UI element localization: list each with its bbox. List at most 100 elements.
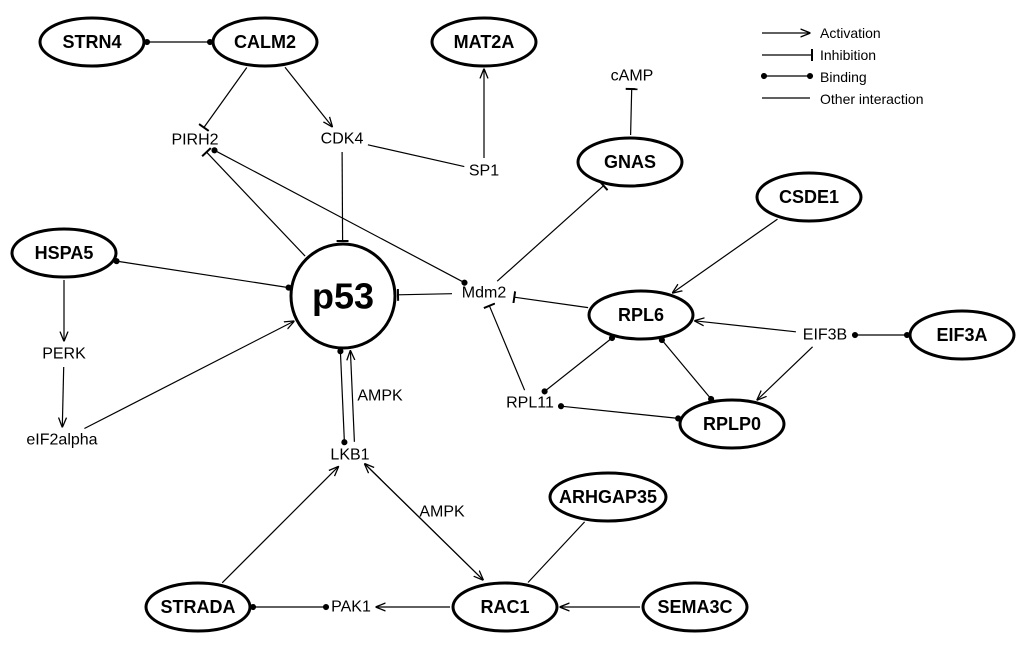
- node-camp: cAMP: [611, 68, 654, 85]
- node-rplp0-outline: [678, 398, 786, 450]
- legend-activation: Activation: [762, 25, 881, 41]
- node-eif3a-outline: [908, 309, 1016, 361]
- node-p53-outline: [289, 242, 397, 350]
- node-hspa5: HSPA5: [10, 227, 118, 279]
- edge-activation-eif2alpha-p53: [84, 321, 294, 430]
- legend-other-label: Other interaction: [820, 91, 924, 107]
- legend-activation-label: Activation: [820, 25, 881, 41]
- node-mdm2: Mdm2: [462, 285, 507, 302]
- legend-inhibition-label: Inhibition: [820, 47, 876, 63]
- node-mat2a-label: MAT2A: [454, 32, 515, 52]
- node-strn4-label: STRN4: [62, 32, 121, 52]
- node-rac1-label: RAC1: [480, 597, 529, 617]
- node-eif2alpha-label: eIF2alpha: [26, 432, 97, 449]
- edge-binding-hspa5-p53: [113, 258, 292, 291]
- node-rplp0-label: RPLP0: [703, 414, 761, 434]
- edge-inhibition-cdk4-p53: [336, 151, 349, 243]
- node-lkb1: LKB1: [330, 447, 369, 464]
- edge-activation-calm2-cdk4: [284, 66, 332, 127]
- edge-activation-lkb1-p53: [350, 351, 354, 442]
- node-eif3a-label: EIF3A: [936, 325, 987, 345]
- edge-inhibition-gnas-camp: [625, 87, 638, 136]
- node-rpl6-label: RPL6: [618, 305, 664, 325]
- node-pirh2: PIRH2: [171, 132, 218, 149]
- node-rac1-outline: [451, 581, 559, 633]
- node-ampk1-label: AMPK: [357, 388, 403, 405]
- edge-activation-eif3b-rpl6: [695, 321, 796, 333]
- node-arhgap35-outline: [548, 471, 668, 523]
- node-gnas-outline: [576, 136, 684, 188]
- node-calm2-outline: [211, 16, 319, 68]
- node-strn4-outline: [38, 16, 146, 68]
- node-p53: p53: [289, 242, 397, 350]
- node-rac1: RAC1: [451, 581, 559, 633]
- edge-inhibition-p53-pirh2: [201, 147, 306, 257]
- edge-other-cdk4-sp1: [367, 144, 465, 168]
- edge-activation-eif3b-rplp0: [757, 346, 814, 400]
- node-cdk4: CDK4: [321, 131, 364, 148]
- node-perk-label: PERK: [42, 346, 86, 363]
- node-arhgap35: ARHGAP35: [548, 471, 668, 523]
- node-perk: PERK: [42, 346, 86, 363]
- node-pirh2-label: PIRH2: [171, 132, 218, 149]
- node-calm2-label: CALM2: [234, 32, 296, 52]
- node-hspa5-label: HSPA5: [35, 243, 94, 263]
- edge-inhibition-calm2-pirh2: [198, 67, 248, 132]
- node-rpl6: RPL6: [587, 289, 695, 341]
- edge-binding-lkb1-p53: [337, 348, 348, 446]
- edges: [62, 38, 911, 607]
- node-eif3b-label: EIF3B: [803, 327, 847, 344]
- node-strada-label: STRADA: [161, 597, 236, 617]
- edge-activation-rac1-lkb1: [365, 464, 484, 581]
- node-eif3b: EIF3B: [803, 327, 847, 344]
- node-csde1: CSDE1: [755, 171, 863, 223]
- node-csde1-label: CSDE1: [779, 187, 839, 207]
- node-csde1-outline: [755, 171, 863, 223]
- node-strada: STRADA: [144, 581, 252, 633]
- node-mdm2-label: Mdm2: [462, 285, 507, 302]
- node-sema3c: SEMA3C: [641, 581, 749, 633]
- node-sp1: SP1: [469, 163, 499, 180]
- edge-inhibition-rpl6-mdm2: [512, 291, 589, 309]
- node-camp-label: cAMP: [611, 68, 654, 85]
- legend: Activation Inhibition Binding Other inte…: [760, 25, 924, 107]
- edge-activation-perk-eif2alpha: [62, 366, 63, 427]
- node-strada-outline: [144, 581, 252, 633]
- node-arhgap35-label: ARHGAP35: [559, 487, 657, 507]
- node-p53-label: p53: [312, 276, 374, 317]
- node-eif2alpha: eIF2alpha: [26, 432, 97, 449]
- node-rpl6-outline: [587, 289, 695, 341]
- edge-binding-rpl6-rplp0: [658, 336, 715, 403]
- node-pak1-label: PAK1: [331, 599, 371, 616]
- edge-binding-rpl11-rplp0: [557, 403, 682, 422]
- node-gnas: GNAS: [576, 136, 684, 188]
- node-ampk2-label: AMPK: [419, 504, 465, 521]
- edge-binding-pirh2-mdm2: [211, 147, 468, 286]
- node-gnas-label: GNAS: [604, 152, 656, 172]
- node-ampk2: AMPK: [419, 504, 465, 521]
- legend-binding-label: Binding: [820, 69, 867, 85]
- node-calm2: CALM2: [211, 16, 319, 68]
- node-sema3c-label: SEMA3C: [657, 597, 732, 617]
- node-cdk4-label: CDK4: [321, 131, 364, 148]
- node-sp1-label: SP1: [469, 163, 499, 180]
- node-pak1: PAK1: [331, 599, 371, 616]
- node-rpl11-label: RPL11: [506, 395, 554, 412]
- edge-activation-strada-lkb1: [221, 467, 338, 584]
- edge-other-arhgap35-rac1: [527, 521, 586, 583]
- legend-binding: Binding: [760, 69, 867, 85]
- node-mat2a: MAT2A: [430, 16, 538, 68]
- edge-binding-rpl11-rpl6: [541, 334, 616, 395]
- legend-other: Other interaction: [762, 91, 924, 107]
- node-rplp0: RPLP0: [678, 398, 786, 450]
- node-strn4: STRN4: [38, 16, 146, 68]
- node-rpl11: RPL11: [506, 395, 554, 412]
- node-mat2a-outline: [430, 16, 538, 68]
- edge-inhibition-rpl11-mdm2: [483, 302, 526, 391]
- edge-activation-csde1-rpl6: [673, 218, 778, 293]
- node-hspa5-outline: [10, 227, 118, 279]
- node-eif3a: EIF3A: [908, 309, 1016, 361]
- legend-inhibition: Inhibition: [762, 47, 876, 63]
